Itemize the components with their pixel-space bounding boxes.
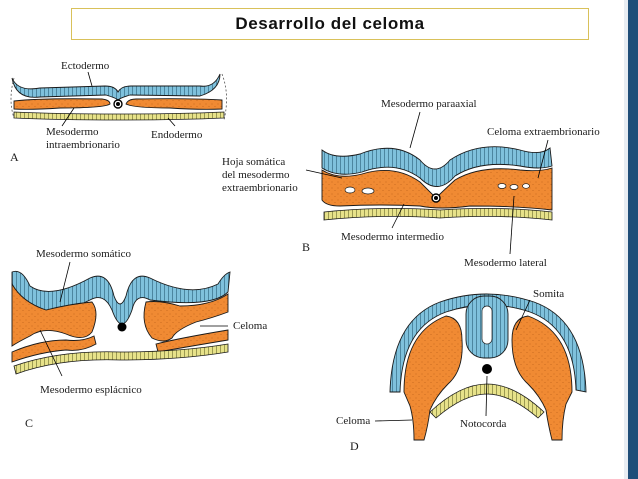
panel-letter-c: C (25, 416, 33, 430)
ectoderm-layer-b (321, 146, 553, 187)
notochord-d (482, 364, 492, 374)
somite-left-d (403, 315, 463, 441)
label-celoma-d: Celoma (336, 415, 370, 427)
ectoderm-layer-a (11, 73, 221, 101)
panel-letter-b: B (302, 240, 310, 254)
endoderm-layer-d (429, 383, 545, 419)
mesoderm-right-c (143, 293, 229, 342)
mesoderm-splanchnic-right-c (155, 329, 229, 353)
label-notocorda: Notocorda (460, 418, 507, 430)
label-hoja-somatica-2: del mesodermo (222, 169, 290, 181)
label-mesodermo-intra-2: intraembrionario (46, 139, 120, 151)
label-mesodermo-paraaxial: Mesodermo paraaxial (381, 98, 477, 110)
endoderm-layer-c (13, 343, 229, 375)
slide-title: Desarrollo del celoma (235, 14, 425, 33)
coelom-development-diagram: Ectodermo Mesodermo intraembrionario End… (10, 60, 600, 453)
panel-c: Mesodermo somático Celoma Mesodermo espl… (11, 248, 267, 430)
mesoderm-splanchnic-left-c (11, 335, 97, 363)
label-somita: Somita (533, 288, 564, 300)
ectoderm-layer-d (389, 293, 587, 393)
label-mesodermo-intermedio: Mesodermo intermedio (341, 231, 444, 243)
somite-right-d (511, 315, 573, 441)
endoderm-layer-a (13, 111, 225, 121)
label-celoma-extraembrionario: Celoma extraembrionario (487, 126, 600, 138)
label-mesodermo-lateral: Mesodermo lateral (464, 257, 547, 269)
panel-a: Ectodermo Mesodermo intraembrionario End… (10, 60, 227, 164)
label-mesodermo-somatico: Mesodermo somático (36, 248, 132, 260)
mesoderm-left-a (13, 98, 111, 110)
endoderm-layer-b (323, 208, 553, 221)
panel-d: Somita Celoma Notocorda D (336, 288, 587, 453)
notochord-c (117, 322, 127, 332)
title-box: Desarrollo del celoma (71, 8, 589, 40)
label-hoja-somatica-3: extraembrionario (222, 182, 298, 194)
panel-letter-d: D (350, 439, 359, 453)
slide-side-bar (628, 0, 638, 479)
label-ectodermo: Ectodermo (61, 60, 110, 72)
mesoderm-b (321, 167, 553, 211)
mesoderm-left-c (11, 282, 97, 347)
label-mesodermo-intra-1: Mesodermo (46, 126, 99, 138)
panel-b: Mesodermo paraaxial Celoma extraembriona… (222, 98, 600, 269)
label-endodermo: Endodermo (151, 129, 203, 141)
panel-letter-a: A (10, 150, 19, 164)
mesoderm-right-a (125, 98, 223, 110)
label-mesodermo-esplacnico: Mesodermo esplácnico (40, 384, 142, 396)
label-celoma-c: Celoma (233, 320, 267, 332)
ectoderm-layer-c (11, 270, 231, 325)
label-hoja-somatica-1: Hoja somática (222, 156, 285, 168)
slide-edge-accent (624, 0, 628, 479)
